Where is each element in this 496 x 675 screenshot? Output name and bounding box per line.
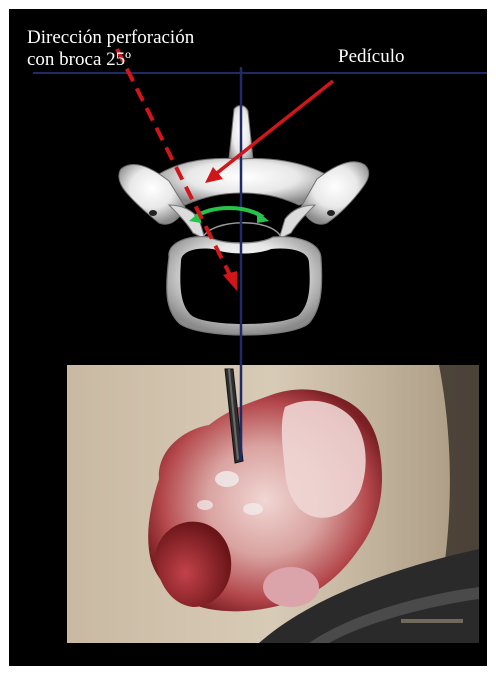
vertebra-illustration xyxy=(119,105,369,335)
drill-direction-label-line2: con broca 25º xyxy=(27,49,194,71)
figure-panel: Dirección perforación con broca 25º Pedí… xyxy=(9,9,487,666)
specimen-bulge xyxy=(263,567,319,607)
photo-date-stamp xyxy=(401,619,463,623)
bone-fragment-1 xyxy=(215,471,239,487)
posterior-arch xyxy=(159,158,327,205)
drill-direction-label: Dirección perforación con broca 25º xyxy=(27,27,194,71)
figure-graphics xyxy=(9,9,487,666)
bone-fragment-2 xyxy=(243,503,263,515)
right-facet-hole xyxy=(327,210,335,216)
bone-fragment-3 xyxy=(197,500,213,510)
vertebral-body-inner xyxy=(180,249,309,325)
specimen-photo xyxy=(67,365,479,643)
pedicle-label: Pedículo xyxy=(338,46,405,68)
drill-direction-label-line1: Dirección perforación xyxy=(27,27,194,49)
right-pedicle xyxy=(279,205,315,239)
left-facet-hole xyxy=(149,210,157,216)
